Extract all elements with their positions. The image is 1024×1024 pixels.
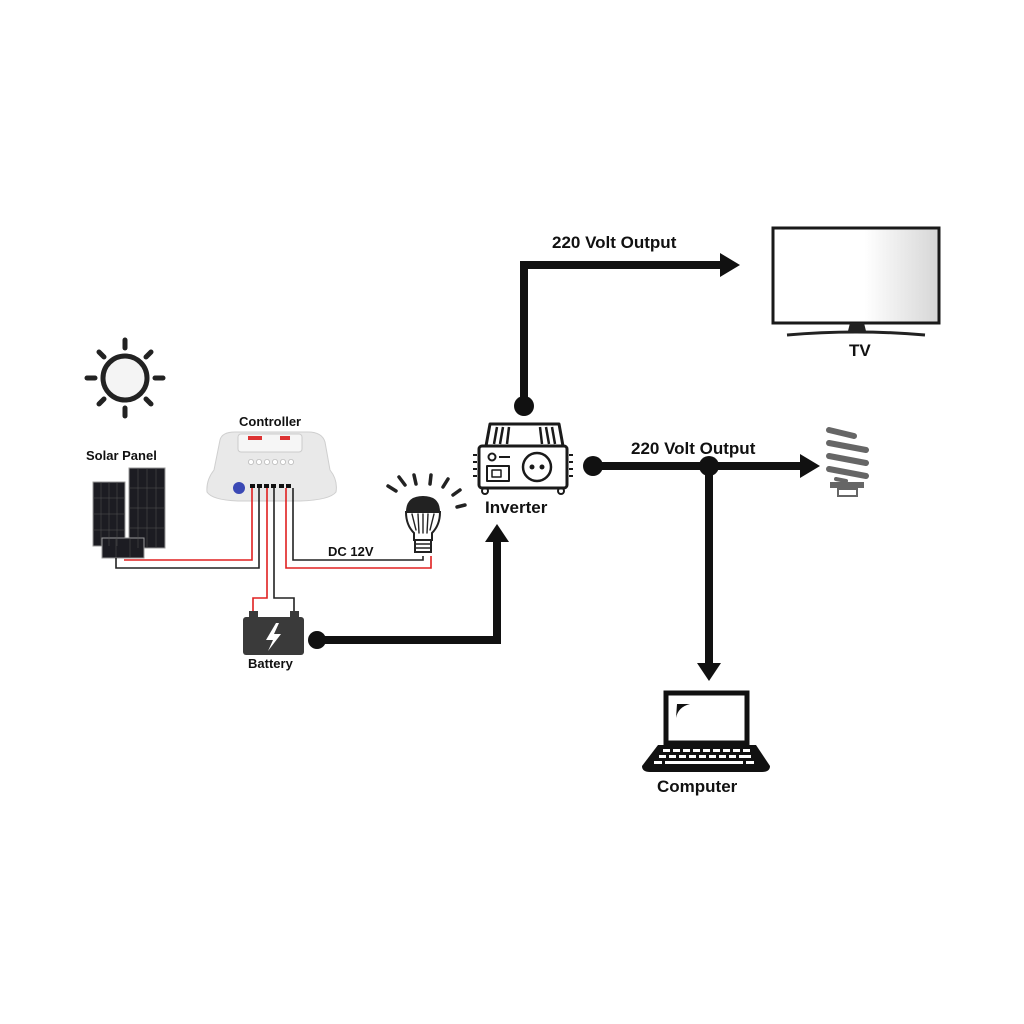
battery-icon [243, 611, 304, 655]
inverter-icon [473, 422, 573, 495]
solar-panel-icon [92, 467, 166, 559]
sun-icon [84, 337, 166, 419]
dc-12v-label: DC 12V [328, 544, 374, 559]
led-bulb-icon [386, 473, 467, 553]
battery-label: Battery [248, 656, 294, 671]
computer-label: Computer [657, 777, 738, 796]
loads-output-label: 220 Volt Output [631, 439, 756, 458]
laptop-icon [642, 690, 770, 772]
inverter-label: Inverter [485, 498, 548, 517]
inverter-to-tv-connector [514, 253, 740, 416]
cfl-bulb-icon [826, 427, 869, 497]
battery-to-inverter-connector [308, 524, 509, 649]
charge-controller-icon [206, 431, 337, 502]
solar-panel-label: Solar Panel [86, 448, 157, 463]
tv-output-label: 220 Volt Output [552, 233, 677, 252]
tv-icon [771, 226, 941, 337]
inverter-to-loads-connector [583, 454, 820, 681]
tv-label: TV [849, 341, 871, 360]
dc-wiring [115, 488, 432, 612]
controller-label: Controller [239, 414, 301, 429]
